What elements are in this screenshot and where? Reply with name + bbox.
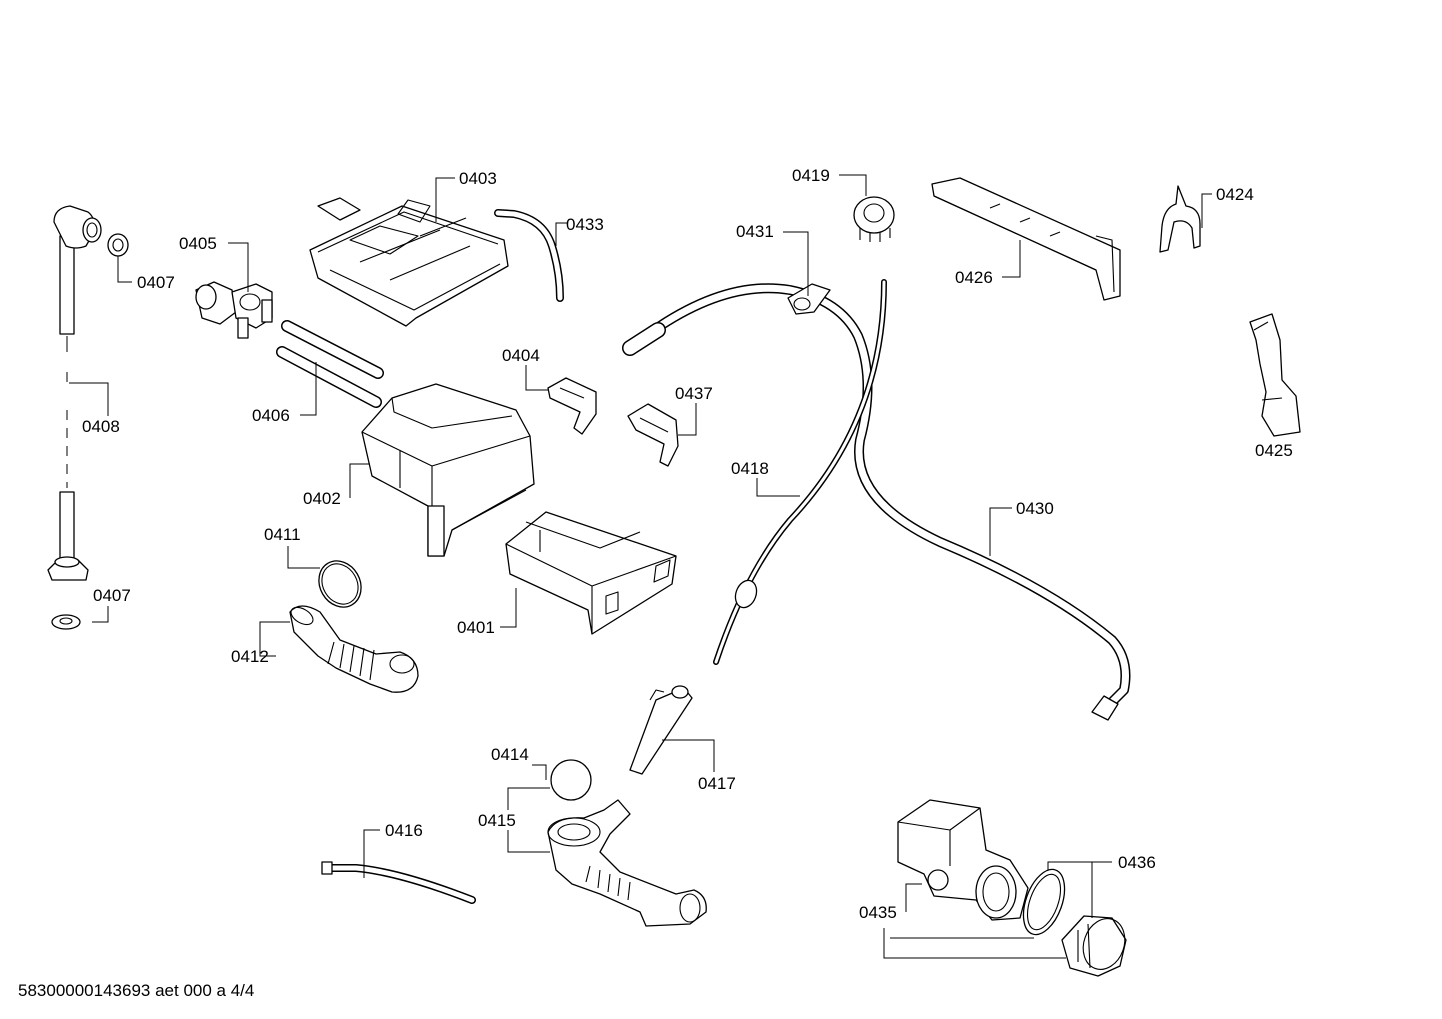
callout-0426: 0426	[955, 268, 993, 287]
part-0407-washer-bottom	[51, 614, 81, 630]
part-0401-detergent-drawer	[505, 511, 677, 635]
part-0408-inlet-hose	[47, 205, 102, 581]
callout-0417: 0417	[698, 774, 736, 793]
callout-0401: 0401	[457, 618, 495, 637]
callout-0433: 0433	[566, 215, 604, 234]
callout-0407-top: 0407	[137, 273, 175, 292]
callout-0405: 0405	[179, 234, 217, 253]
callout-0431: 0431	[736, 222, 774, 241]
part-0406-tubes	[276, 320, 384, 408]
callout-0411: 0411	[264, 525, 301, 544]
part-0437-siphon-cap	[627, 403, 679, 467]
callout-0406: 0406	[252, 406, 290, 425]
part-0414-ball	[550, 759, 592, 801]
part-0433-small-hose	[494, 209, 564, 302]
callout-0424: 0424	[1216, 185, 1254, 204]
callout-labels: 0403 0433 0405 0407 0408 0406 0402 0407 …	[82, 166, 1293, 922]
part-0402-dispenser-housing	[361, 383, 535, 557]
callout-0412: 0412	[231, 647, 269, 666]
part-0405-inlet-valve	[195, 281, 273, 339]
part-0404-clip	[547, 377, 597, 435]
callout-0430: 0430	[1016, 499, 1054, 518]
part-0415-sump-hose	[547, 799, 707, 927]
part-0424-bracket	[1159, 185, 1201, 253]
part-0411-ring	[318, 560, 362, 608]
part-0426-rail	[931, 177, 1121, 301]
part-0435-drain-pump	[897, 799, 1029, 921]
callout-0425: 0425	[1255, 441, 1293, 460]
callout-0437: 0437	[675, 384, 713, 403]
part-0416-drain-tube	[321, 861, 476, 904]
callout-0436: 0436	[1118, 853, 1156, 872]
callout-0403: 0403	[459, 169, 497, 188]
callout-0419: 0419	[792, 166, 830, 185]
part-0418-tube	[713, 279, 887, 665]
part-0403-dispenser-lid	[309, 197, 509, 327]
callout-0408: 0408	[82, 417, 120, 436]
leader-lines	[69, 174, 1212, 959]
part-0431-hose	[622, 283, 1131, 721]
part-0436-filter	[1022, 868, 1127, 977]
callout-0435: 0435	[859, 903, 897, 922]
callout-0407-bottom: 0407	[93, 586, 131, 605]
callout-0416: 0416	[385, 821, 423, 840]
callout-0404: 0404	[502, 346, 540, 365]
part-0417-sensor	[629, 685, 693, 775]
callout-0402: 0402	[303, 489, 341, 508]
part-0412-bellows-hose	[289, 605, 419, 693]
callout-0414: 0414	[491, 745, 529, 764]
part-0425-support	[1249, 313, 1301, 437]
drawing-code-footer: 58300000143693 aet 000 a 4/4	[18, 981, 255, 1000]
part-0407-washer-top	[107, 233, 129, 257]
callout-0418: 0418	[731, 459, 769, 478]
callout-0415: 0415	[478, 811, 516, 830]
part-0419-pressure-switch	[853, 196, 895, 242]
